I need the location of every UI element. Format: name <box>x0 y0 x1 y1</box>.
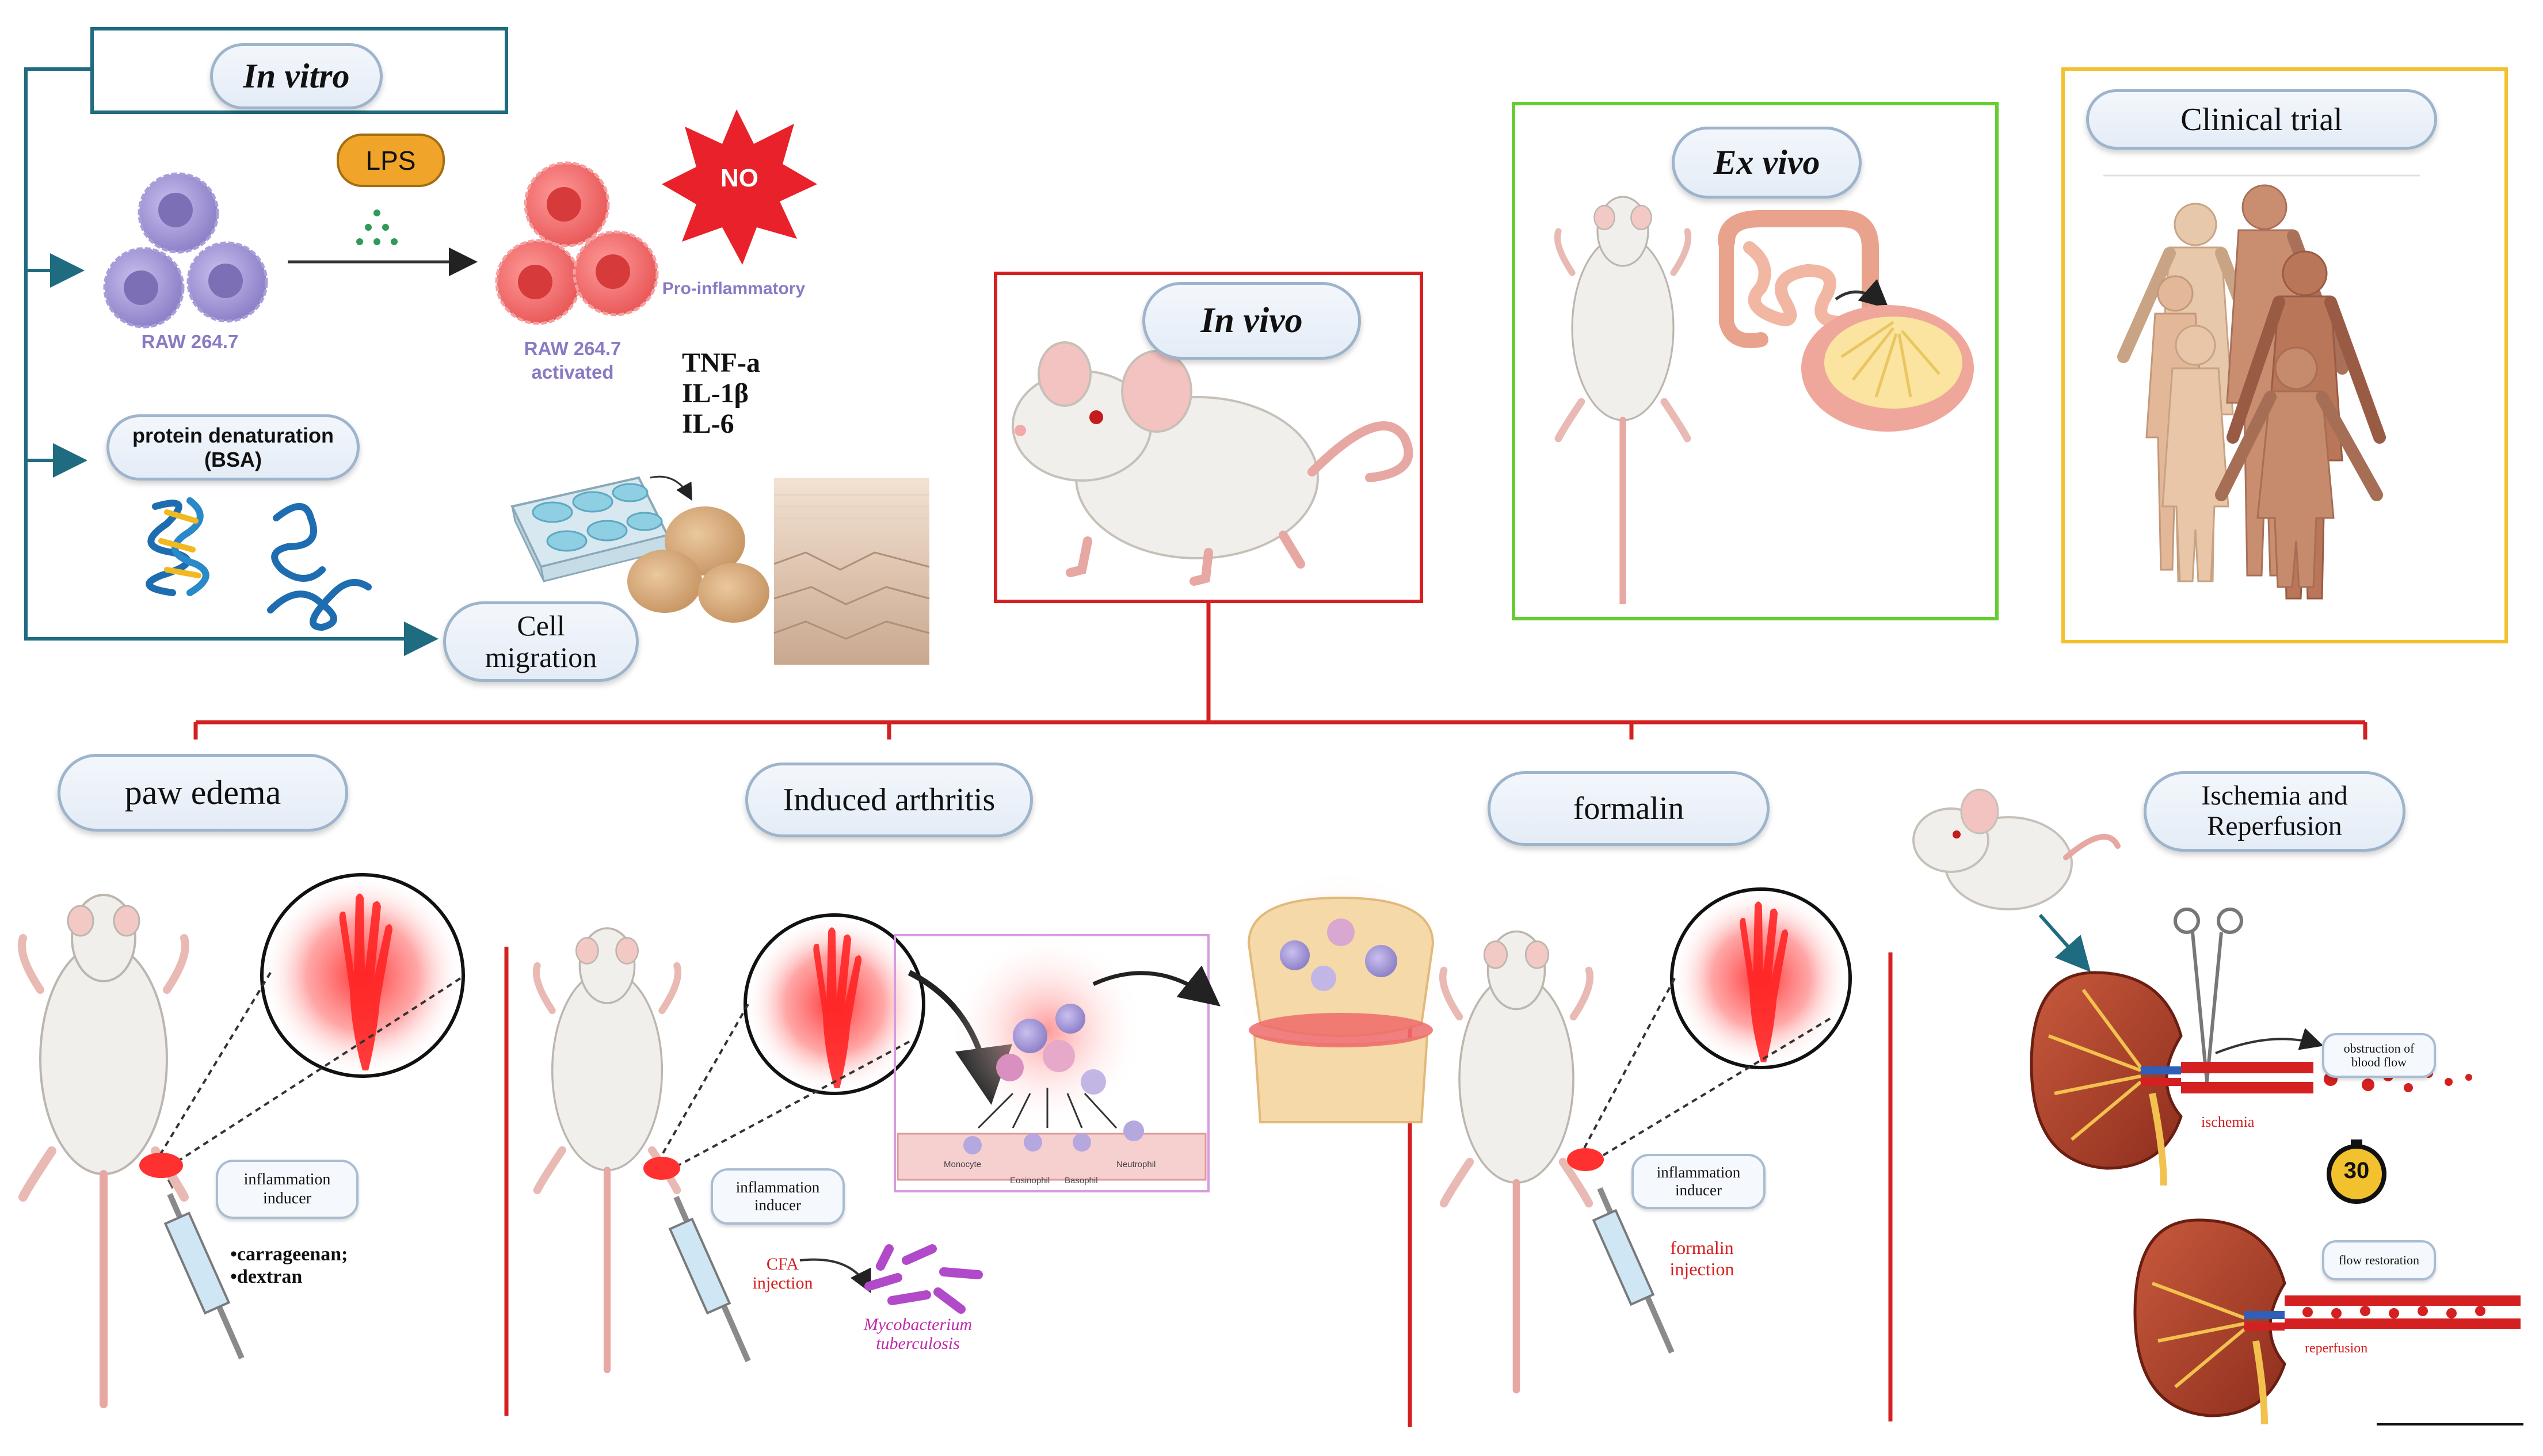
formalin-title: formalin <box>1488 771 1770 846</box>
mesentery <box>1801 305 1974 432</box>
cytokine-tnf: TNF-a <box>682 348 760 378</box>
formalin-inducer-line1: inflammation <box>1656 1163 1741 1181</box>
raw-activated-line1: RAW 264.7 <box>524 338 622 359</box>
formalin-injection-label: formalin injection <box>1654 1237 1749 1280</box>
kidney-ischemia <box>2030 971 2183 1186</box>
no-label: NO <box>720 164 758 192</box>
well-plate <box>510 476 672 582</box>
formalin-inj-line2: injection <box>1669 1258 1734 1279</box>
syringe-formalin <box>1592 1187 1675 1354</box>
ex-vivo-rat <box>1557 197 1688 604</box>
cell-monocyte: Monocyte <box>944 1160 982 1169</box>
protein-line2: (BSA) <box>204 447 262 471</box>
cell-neutrophil: Neutrophil <box>1116 1160 1156 1169</box>
ischemia-title: Ischemia and Reperfusion <box>2144 771 2405 852</box>
bacteria <box>864 1244 983 1314</box>
formalin-inducer-label: inflammation inducer <box>1631 1154 1766 1209</box>
ischemia-title-line2: Reperfusion <box>2207 811 2342 841</box>
formalin-inj-line1: formalin <box>1670 1237 1734 1258</box>
raw-activated-label: RAW 264.7 activated <box>495 337 650 384</box>
obstruction-line1: obstruction of <box>2343 1040 2415 1055</box>
migration-line2: migration <box>485 641 597 673</box>
migrating-cells <box>627 506 769 623</box>
myco-line2: tuberculosis <box>876 1334 960 1353</box>
immune-cells <box>996 1004 1106 1095</box>
cell-basophil: Basophil <box>1065 1176 1098 1186</box>
obstruction-line2: blood flow <box>2351 1055 2407 1069</box>
cell-eosinophil: Eosinophil <box>1010 1176 1050 1186</box>
surgical-clamp <box>2174 908 2243 1083</box>
in-vivo-mouse <box>1012 341 1413 586</box>
cfa-line1: CFA <box>766 1255 799 1274</box>
migration-line1: Cell <box>517 609 565 642</box>
knee-joint <box>1232 869 1450 1123</box>
arthritis-inducer-label: inflammation inducer <box>711 1168 845 1225</box>
paw-inducer-line2: inducer <box>263 1189 311 1207</box>
cytokine-il6: IL-6 <box>682 408 734 439</box>
ischemia-label: ischemia <box>2201 1114 2255 1130</box>
raw-cells-label: RAW 264.7 <box>141 331 239 352</box>
cfa-line2: injection <box>752 1274 813 1293</box>
human-figures <box>2117 184 2386 600</box>
paw-agents: •carrageenan; •dextran <box>230 1243 348 1288</box>
in-vivo-title: In vivo <box>1142 282 1361 360</box>
timer-icon <box>2327 1139 2386 1204</box>
mycobacterium-label: Mycobacterium tuberculosis <box>846 1315 990 1353</box>
paw-inducer-line1: inflammation <box>243 1171 331 1189</box>
lps-badge: LPS <box>337 134 445 187</box>
syringe-paw <box>163 1179 245 1360</box>
raw-cells <box>103 172 268 329</box>
timer-value: 30 <box>2343 1158 2370 1183</box>
clinical-trial-title: Clinical trial <box>2086 89 2437 150</box>
reperfusion-label: reperfusion <box>2305 1341 2368 1356</box>
syringe-arthritis <box>668 1195 751 1363</box>
skin-tissue <box>773 478 930 665</box>
paw-inducer-label: inflammation inducer <box>216 1160 359 1219</box>
kidney-reperfusion <box>2133 1218 2286 1425</box>
pro-inflammatory-label: Pro-inflammatory <box>662 279 806 298</box>
ischemia-mouse <box>1912 788 2121 910</box>
protein-ribbons <box>146 497 372 631</box>
agent-carrageenan: •carrageenan; <box>230 1244 348 1265</box>
ischemia-title-line1: Ischemia and <box>2201 780 2348 811</box>
obstruction-label: obstruction of blood flow <box>2322 1033 2436 1078</box>
myco-line1: Mycobacterium <box>863 1315 973 1334</box>
cell-types-row: Monocyte Eosinophil Basophil Neutrophil <box>944 1160 1191 1186</box>
intestine <box>1718 210 1879 348</box>
paw-edema-title: paw edema <box>58 754 348 832</box>
flow-restoration-label: flow restoration <box>2322 1240 2436 1280</box>
agent-dextran: •dextran <box>230 1266 303 1288</box>
protein-line1: protein denaturation <box>132 424 334 448</box>
arthritis-inducer-line1: inflammation <box>735 1178 820 1196</box>
cytokine-il1b: IL-1β <box>682 378 749 409</box>
formalin-inducer-line2: inducer <box>1675 1181 1722 1199</box>
arthritis-inducer-line2: inducer <box>754 1196 801 1214</box>
raw-activated-line2: activated <box>531 361 614 383</box>
protein-denaturation-label: protein denaturation (BSA) <box>106 414 360 481</box>
activated-cells <box>495 161 659 325</box>
cytokine-list: TNF-a IL-1β IL-6 <box>682 348 760 439</box>
in-vitro-title: In vitro <box>210 43 383 109</box>
no-burst-shape <box>662 109 817 265</box>
arthritis-title: Induced arthritis <box>745 763 1033 837</box>
cfa-injection-label: CFA injection <box>742 1255 823 1293</box>
cell-migration-label: Cell migration <box>443 601 639 682</box>
ex-vivo-title: Ex vivo <box>1672 127 1862 199</box>
